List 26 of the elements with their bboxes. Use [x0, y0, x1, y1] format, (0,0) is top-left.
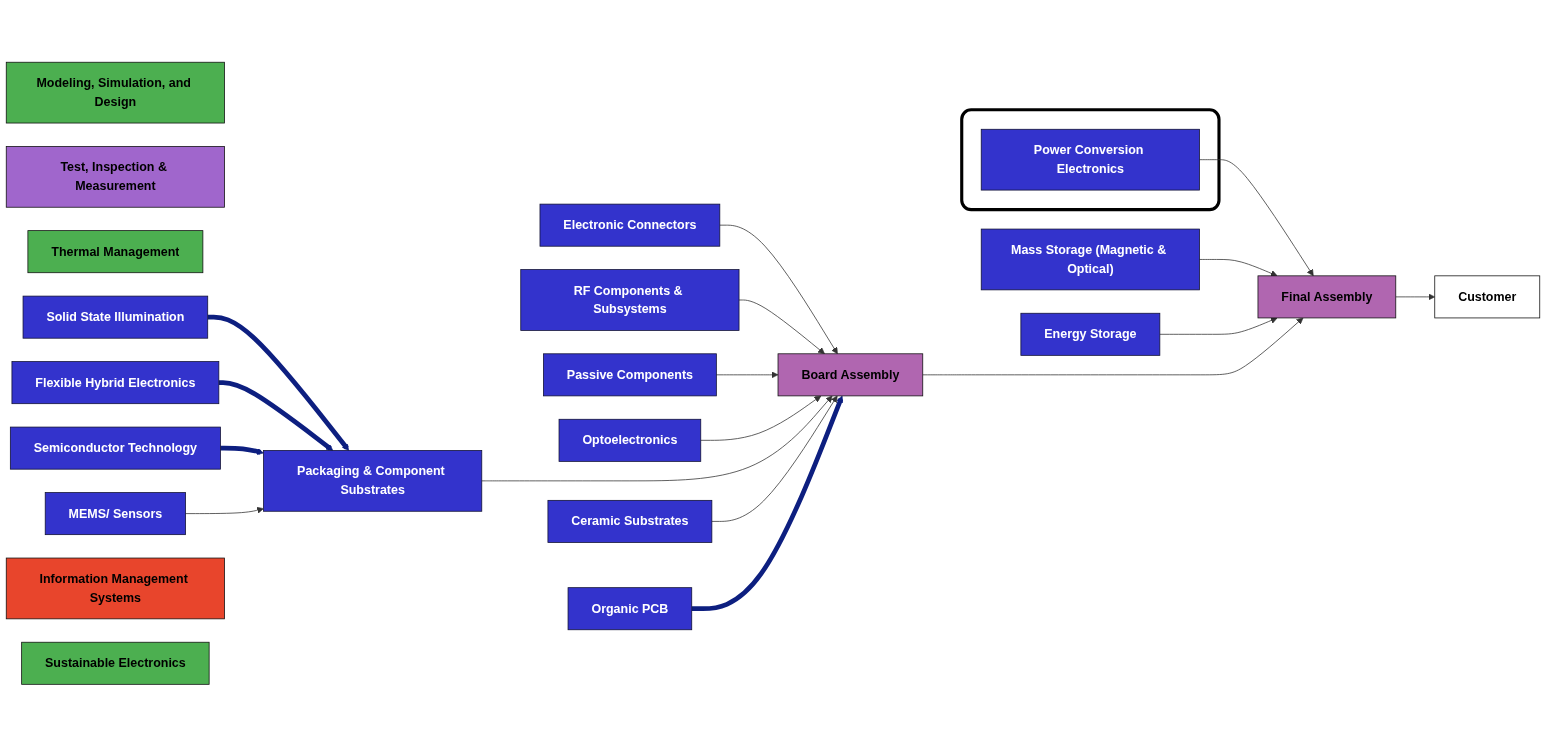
- node-box: Semiconductor Technology: [9, 426, 221, 470]
- node-box: Thermal Management: [27, 229, 204, 273]
- node-box: Modeling, Simulation, and Design: [5, 61, 225, 124]
- node-box: Information Management Systems: [5, 557, 225, 619]
- arrow: [220, 445, 264, 455]
- arrow: [207, 314, 350, 451]
- node-box: Organic PCB: [567, 587, 693, 630]
- node-box: Mass Storage (Magnetic & Optical): [980, 228, 1200, 290]
- node-box: Electronic Connectors: [539, 203, 721, 247]
- node-box: Passive Components: [543, 353, 717, 396]
- node-box: Energy Storage: [1020, 312, 1161, 356]
- node-box: Flexible Hybrid Electronics: [11, 360, 220, 404]
- node-box: Customer: [1434, 275, 1541, 319]
- node-box: Solid State Illumination: [22, 295, 209, 339]
- arrow: [218, 380, 334, 451]
- node-box: Board Assembly: [777, 353, 924, 396]
- node-box: Test, Inspection & Measurement: [5, 145, 225, 208]
- node-box: Power Conversion Electronics: [980, 128, 1200, 191]
- node-box: Sustainable Electronics: [21, 641, 210, 685]
- cluster: [960, 107, 1221, 211]
- node-box: Optoelectronics: [558, 418, 702, 462]
- node-box: Final Assembly: [1257, 275, 1397, 319]
- node-box: Ceramic Substrates: [547, 499, 713, 543]
- node-box: MEMS/ Sensors: [44, 491, 186, 535]
- node-box: Packaging & Component Substrates: [263, 449, 483, 512]
- node-box: RF Components & Subsystems: [520, 268, 740, 331]
